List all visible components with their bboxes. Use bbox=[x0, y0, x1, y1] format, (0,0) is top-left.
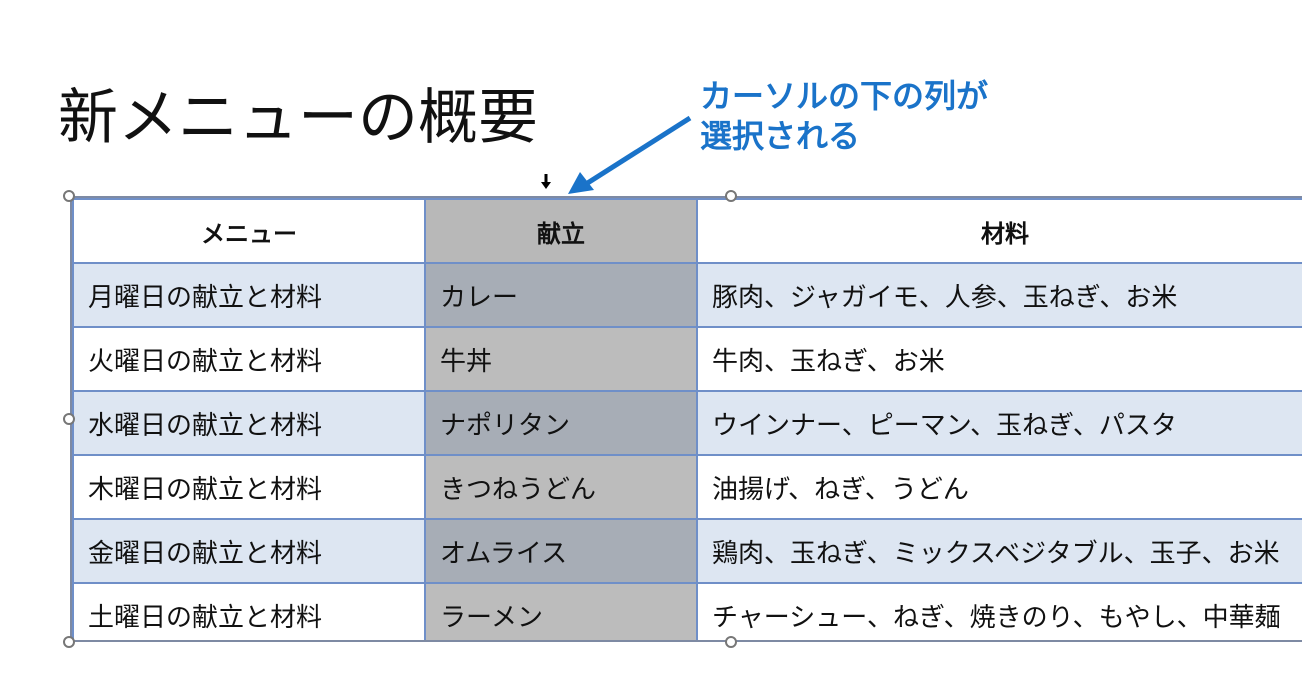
cell-ingredients[interactable]: 油揚げ、ねぎ、うどん bbox=[696, 454, 1302, 520]
resize-handle-icon-top-middle[interactable] bbox=[725, 190, 737, 202]
menu-table[interactable]: メニュー 献立 材料 月曜日の献立と材料 カレー 豚肉、ジャガイモ、人参、玉ねぎ… bbox=[72, 198, 1302, 640]
resize-handle-icon-bottom-middle[interactable] bbox=[725, 636, 737, 648]
cell-kondate[interactable]: ナポリタン bbox=[424, 390, 698, 456]
cell-kondate[interactable]: オムライス bbox=[424, 518, 698, 584]
header-kondate-selected[interactable]: 献立 bbox=[424, 198, 698, 264]
cell-menu[interactable]: 火曜日の献立と材料 bbox=[72, 326, 426, 392]
cell-menu[interactable]: 水曜日の献立と材料 bbox=[72, 390, 426, 456]
cell-menu[interactable]: 金曜日の献立と材料 bbox=[72, 518, 426, 584]
cell-menu[interactable]: 月曜日の献立と材料 bbox=[72, 262, 426, 328]
column-select-arrow-icon bbox=[541, 174, 551, 189]
cell-kondate[interactable]: カレー bbox=[424, 262, 698, 328]
cell-ingredients[interactable]: 鶏肉、玉ねぎ、ミックスベジタブル、玉子、お米 bbox=[696, 518, 1302, 584]
table-header-row[interactable]: メニュー 献立 材料 bbox=[72, 198, 1302, 264]
callout-line-2: 選択される bbox=[700, 117, 861, 155]
cell-ingredients[interactable]: 牛肉、玉ねぎ、お米 bbox=[696, 326, 1302, 392]
cell-ingredients[interactable]: 豚肉、ジャガイモ、人参、玉ねぎ、お米 bbox=[696, 262, 1302, 328]
table-row[interactable]: 水曜日の献立と材料 ナポリタン ウインナー、ピーマン、玉ねぎ、パスタ bbox=[72, 390, 1302, 456]
resize-handle-icon-middle-left[interactable] bbox=[63, 413, 75, 425]
resize-handle-icon-top-left[interactable] bbox=[63, 190, 75, 202]
cell-menu[interactable]: 木曜日の献立と材料 bbox=[72, 454, 426, 520]
cell-kondate[interactable]: 牛丼 bbox=[424, 326, 698, 392]
cell-kondate[interactable]: ラーメン bbox=[424, 582, 698, 640]
table-row[interactable]: 土曜日の献立と材料 ラーメン チャーシュー、ねぎ、焼きのり、もやし、中華麺 bbox=[72, 582, 1302, 640]
cell-ingredients[interactable]: ウインナー、ピーマン、玉ねぎ、パスタ bbox=[696, 390, 1302, 456]
table-row[interactable]: 木曜日の献立と材料 きつねうどん 油揚げ、ねぎ、うどん bbox=[72, 454, 1302, 520]
header-menu[interactable]: メニュー bbox=[72, 198, 426, 264]
cell-menu[interactable]: 土曜日の献立と材料 bbox=[72, 582, 426, 640]
cell-ingredients[interactable]: チャーシュー、ねぎ、焼きのり、もやし、中華麺 bbox=[696, 582, 1302, 640]
resize-handle-icon-bottom-left[interactable] bbox=[63, 636, 75, 648]
cell-kondate[interactable]: きつねうどん bbox=[424, 454, 698, 520]
callout-annotation: カーソルの下の列が 選択される bbox=[700, 76, 988, 156]
slide-title[interactable]: 新メニューの概要 bbox=[58, 83, 538, 154]
header-ingredients[interactable]: 材料 bbox=[696, 198, 1302, 264]
table-row[interactable]: 火曜日の献立と材料 牛丼 牛肉、玉ねぎ、お米 bbox=[72, 326, 1302, 392]
callout-line-1: カーソルの下の列が bbox=[700, 77, 989, 115]
table-row[interactable]: 月曜日の献立と材料 カレー 豚肉、ジャガイモ、人参、玉ねぎ、お米 bbox=[72, 262, 1302, 328]
table-row[interactable]: 金曜日の献立と材料 オムライス 鶏肉、玉ねぎ、ミックスベジタブル、玉子、お米 bbox=[72, 518, 1302, 584]
menu-table-frame[interactable]: メニュー 献立 材料 月曜日の献立と材料 カレー 豚肉、ジャガイモ、人参、玉ねぎ… bbox=[70, 196, 1302, 642]
